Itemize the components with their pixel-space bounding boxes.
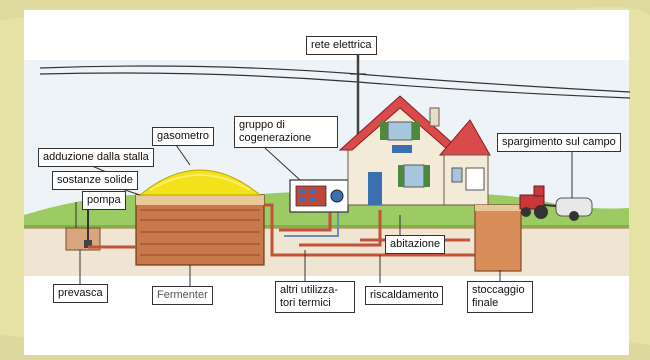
label-pompa: pompa — [82, 191, 126, 210]
label-stoccaggio-line2: finale — [472, 297, 499, 309]
house-icon — [338, 95, 491, 206]
label-sostanze-solide: sostanze solide — [52, 171, 138, 190]
label-altri-utilizzatori-termici: altri utilizza- tori termici — [275, 281, 355, 313]
label-rete-elettrica: rete elettrica — [306, 36, 377, 55]
label-spargimento-sul-campo: spargimento sul campo — [497, 133, 621, 152]
storage-tank — [474, 204, 522, 272]
label-gruppo-line1: gruppo di — [239, 119, 285, 131]
label-altri-line2: tori termici — [280, 297, 331, 309]
label-riscaldamento: riscaldamento — [365, 286, 444, 305]
label-gruppo-line2: cogenerazione — [239, 132, 312, 144]
label-stoccaggio-finale: stoccaggio finale — [467, 281, 533, 313]
label-gruppo-di-cogenerazione: gruppo di cogenerazione — [234, 116, 338, 148]
label-prevasca: prevasca — [53, 284, 108, 303]
prevasca-tank — [65, 205, 101, 251]
label-stoccaggio-line1: stoccaggio — [472, 284, 525, 296]
gasometer-dome-icon — [138, 169, 262, 196]
tractor-icon — [519, 185, 593, 221]
label-fermenter: Fermenter — [152, 286, 213, 305]
label-adduzione-dalla-stalla: adduzione dalla stalla — [38, 148, 154, 167]
cogeneration-unit-icon — [289, 179, 349, 213]
label-altri-line1: altri utilizza- — [280, 284, 339, 296]
label-abitazione: abitazione — [385, 235, 446, 254]
label-gasometro: gasometro — [152, 127, 214, 146]
fermenter-tank — [135, 194, 265, 266]
